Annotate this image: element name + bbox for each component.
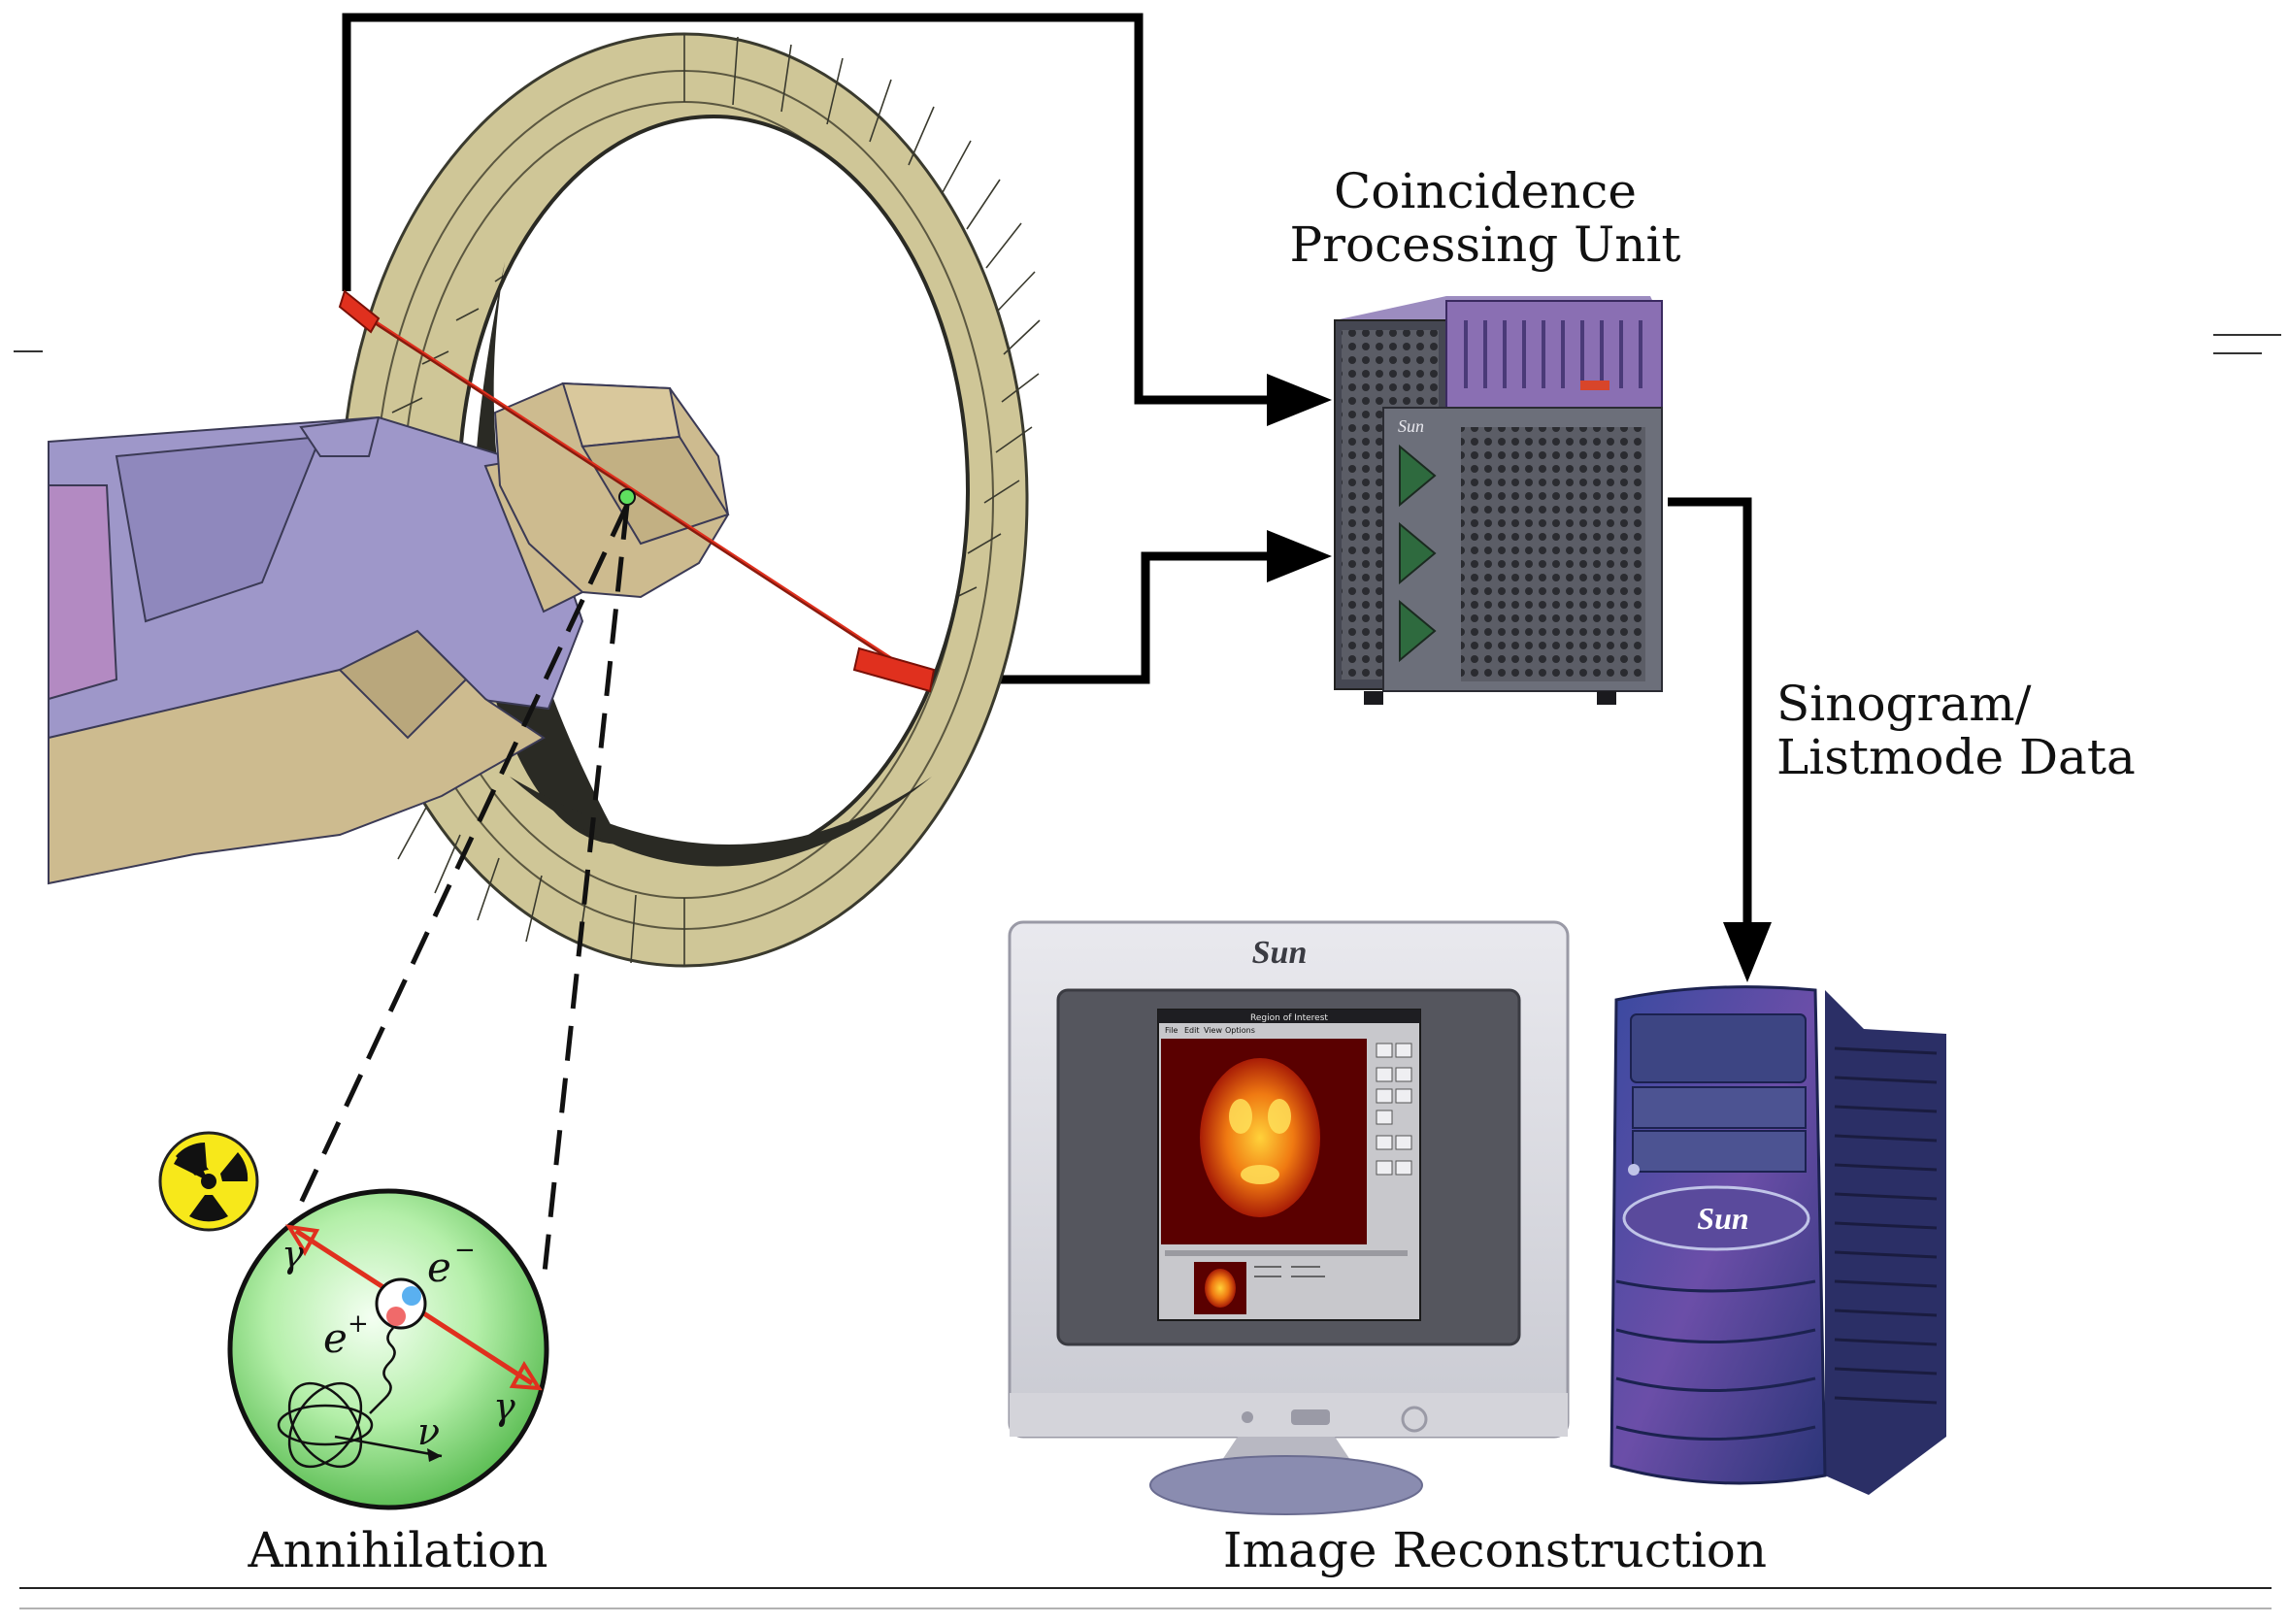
tool-palette [1376, 1043, 1412, 1176]
positron-label: e [323, 1314, 348, 1362]
signal-wires [342, 13, 1752, 932]
electron-sup: − [454, 1236, 476, 1265]
roi-window: Region of Interest File Edit View Option… [1157, 1009, 1421, 1321]
monitor-stand [1149, 1455, 1423, 1515]
detector-hit-bottom [852, 646, 936, 693]
positron-particle [386, 1307, 406, 1326]
annihilation-point [618, 488, 636, 506]
neutrino-track [334, 1435, 443, 1458]
server-sun-logo: Sun [1398, 416, 1424, 436]
top-detector-wire [342, 13, 1272, 405]
sinogram-label-line2: Listmode Data [1776, 729, 2136, 785]
gamma-label-bottom: γ [493, 1385, 515, 1428]
bottom-detector-wire [930, 551, 1272, 684]
radiation-icon [158, 1131, 259, 1232]
sinogram-label-line1: Sinogram/ [1776, 676, 2032, 732]
gamma-label-top: γ [282, 1233, 304, 1276]
annihilation-sphere: γ γ e − e + ν [227, 1188, 549, 1510]
reconstruction-monitor: Sun Region of Interest File Edit View Op… [1008, 920, 1570, 1515]
arrow-down [1723, 922, 1772, 982]
workstation-tower: Sun [1609, 985, 1946, 1495]
sinogram-label: Sinogram/ Listmode Data [1776, 678, 2184, 784]
coincidence-server: Sun [1334, 296, 1663, 705]
page-rules [14, 334, 2281, 1609]
menu-file[interactable]: File [1165, 1026, 1178, 1035]
neutrino-label: ν [417, 1410, 440, 1453]
positron-sup: + [348, 1309, 369, 1339]
electron-label: e [427, 1243, 451, 1291]
menu-view[interactable]: View [1204, 1026, 1222, 1035]
arrow-top [1267, 374, 1332, 426]
monitor-sun-logo: Sun [1252, 935, 1308, 971]
roi-window-title: Region of Interest [1250, 1013, 1328, 1023]
menu-options[interactable]: Options [1225, 1026, 1255, 1035]
coincidence-label: Coincidence Processing Unit [1262, 165, 1708, 272]
line-of-response [338, 289, 936, 693]
menu-edit[interactable]: Edit [1184, 1026, 1200, 1035]
atom-nucleus [277, 1381, 374, 1469]
coincidence-label-line2: Processing Unit [1289, 216, 1681, 273]
arrowheads [1267, 374, 1772, 982]
annihilation-label: Annihilation [248, 1522, 548, 1578]
zoom-lines [293, 503, 630, 1282]
pet-brain-scan [1200, 1058, 1320, 1217]
positron-track [369, 1327, 396, 1414]
arrow-bottom [1267, 530, 1332, 582]
coincidence-label-line1: Coincidence [1334, 163, 1637, 219]
electron-particle [402, 1286, 421, 1306]
tower-sun-logo: Sun [1697, 1201, 1748, 1236]
image-reconstruction-label: Image Reconstruction [1222, 1522, 1768, 1578]
detector-hit-top [338, 289, 381, 334]
server-to-recon-wire [1668, 497, 1752, 932]
